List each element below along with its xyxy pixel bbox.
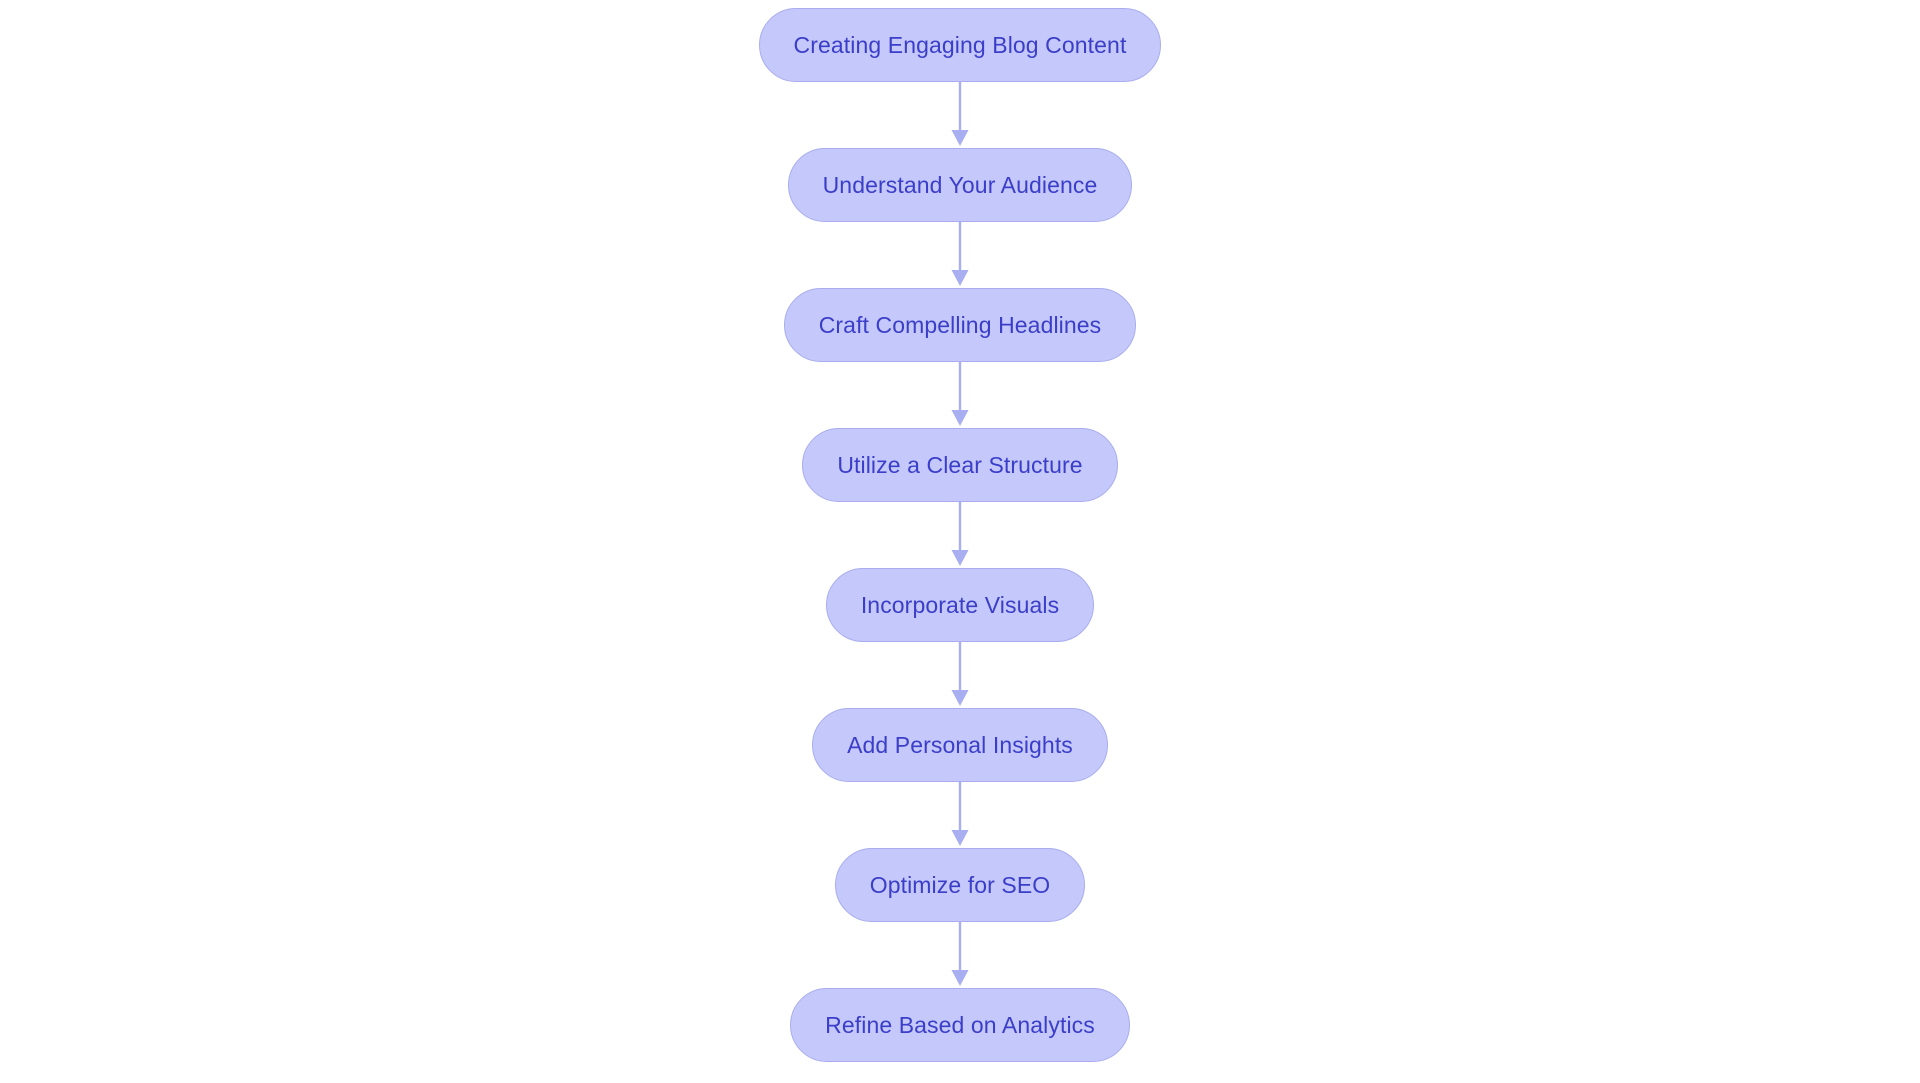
flow-connector-n6-n7 — [940, 782, 980, 848]
flow-node-label: Refine Based on Analytics — [825, 1011, 1095, 1038]
arrowhead-down-icon — [951, 550, 969, 566]
flow-node-label: Creating Engaging Blog Content — [793, 31, 1127, 58]
flow-node-refine-based-on-analytics[interactable]: Refine Based on Analytics — [790, 988, 1130, 1062]
arrowhead-down-icon — [951, 690, 969, 706]
flow-connector-n3-n4 — [940, 362, 980, 428]
flow-node-label: Add Personal Insights — [847, 731, 1073, 758]
flow-node-incorporate-visuals[interactable]: Incorporate Visuals — [825, 568, 1095, 642]
flow-connector-n2-n3 — [940, 222, 980, 288]
arrowhead-down-icon — [951, 270, 969, 286]
flow-node-optimize-for-seo[interactable]: Optimize for SEO — [834, 848, 1086, 922]
flow-node-label: Optimize for SEO — [869, 871, 1051, 898]
flow-node-add-personal-insights[interactable]: Add Personal Insights — [812, 708, 1108, 782]
flow-node-label: Incorporate Visuals — [860, 591, 1060, 618]
arrowhead-down-icon — [951, 130, 969, 146]
arrowhead-down-icon — [951, 410, 969, 426]
flow-node-utilize-a-clear-structure[interactable]: Utilize a Clear Structure — [802, 428, 1118, 502]
flow-node-understand-your-audience[interactable]: Understand Your Audience — [787, 148, 1133, 222]
flow-connector-n7-n8 — [940, 922, 980, 988]
flow-node-label: Craft Compelling Headlines — [818, 311, 1102, 338]
flow-node-label: Understand Your Audience — [822, 171, 1098, 198]
arrowhead-down-icon — [951, 830, 969, 846]
flow-node-label: Utilize a Clear Structure — [837, 451, 1083, 478]
flow-node-craft-compelling-headlines[interactable]: Craft Compelling Headlines — [783, 288, 1137, 362]
flow-connector-n1-n2 — [940, 82, 980, 148]
flow-connector-n4-n5 — [940, 502, 980, 568]
flow-connector-n5-n6 — [940, 642, 980, 708]
flow-node-creating-engaging-blog-content[interactable]: Creating Engaging Blog Content — [758, 8, 1162, 82]
arrowhead-down-icon — [951, 970, 969, 986]
